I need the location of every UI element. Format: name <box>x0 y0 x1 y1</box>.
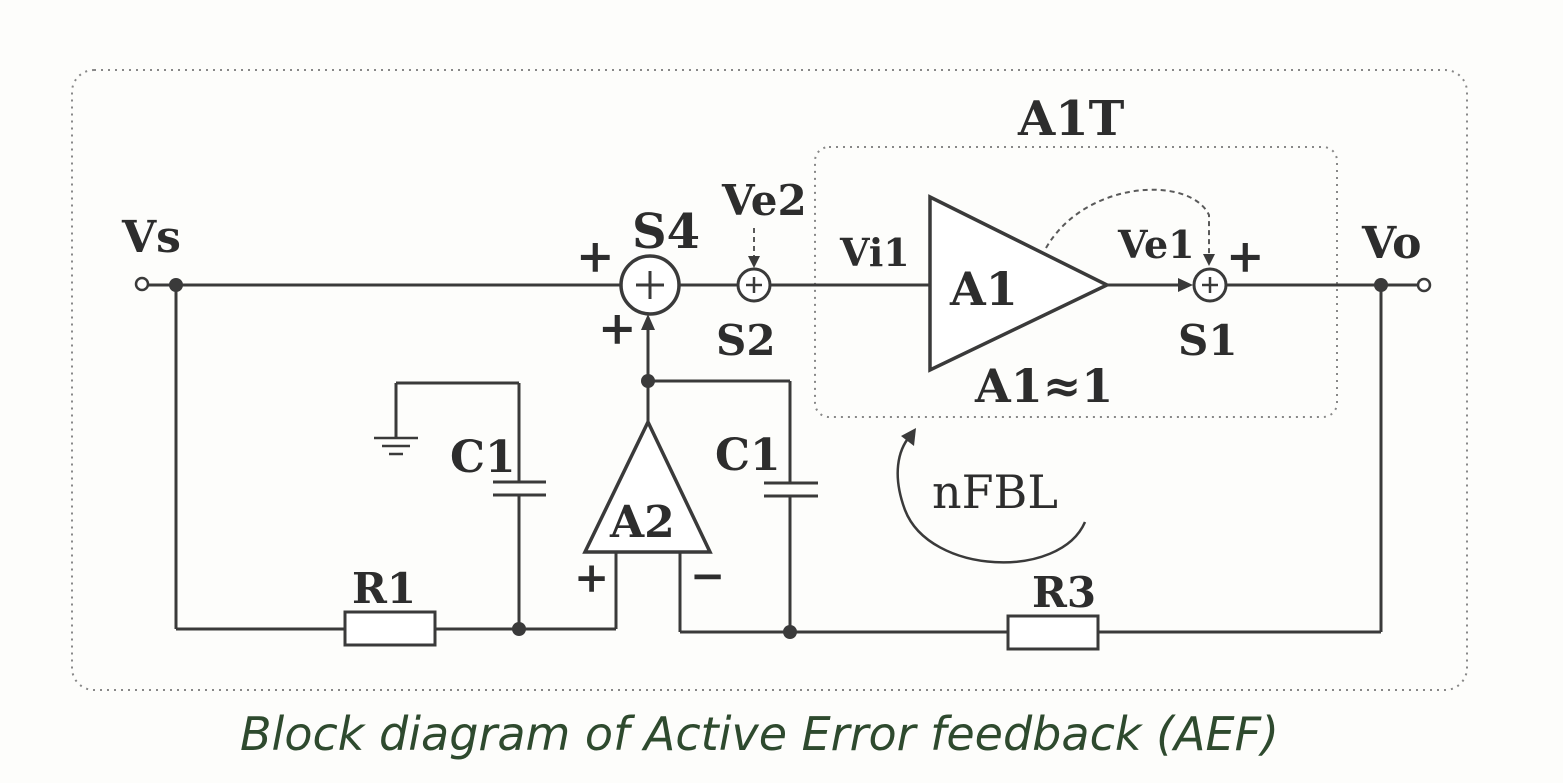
summing-junction-s4 <box>619 254 681 316</box>
summing-junction-s2 <box>736 267 772 303</box>
label-nfbl: nFBL <box>932 465 1058 519</box>
outer-boundary <box>71 69 1468 691</box>
summing-junction-s1 <box>1192 267 1228 303</box>
a2-output-wire <box>641 314 792 483</box>
vs-terminal <box>134 276 150 292</box>
amplifier-a2 <box>582 417 713 554</box>
a1t-boundary <box>814 146 1338 418</box>
label-r3: R3 <box>1032 568 1096 617</box>
label-a2: A2 <box>609 497 675 548</box>
sign-s4-left-plus: + <box>576 229 615 283</box>
ve1-error-arrow <box>1045 188 1215 266</box>
label-c1-left: C1 <box>450 432 516 483</box>
nfbl-loop-arrow <box>896 428 1087 564</box>
ground-symbol <box>374 383 418 456</box>
label-a1t: A1T <box>1017 91 1125 147</box>
label-vi1: Vi1 <box>839 230 910 275</box>
label-a1-approx: A1≈1 <box>974 359 1113 413</box>
ve2-injection-arrow <box>748 228 760 268</box>
sign-s4-bottom-plus: + <box>598 301 637 355</box>
label-ve2: Ve2 <box>721 176 807 225</box>
label-ve1: Ve1 <box>1117 222 1195 267</box>
amplifier-a1 <box>928 194 1111 373</box>
label-a1: A1 <box>949 262 1018 316</box>
sign-a2-plus: + <box>574 553 609 602</box>
label-s4: S4 <box>632 204 700 260</box>
label-c1-right: C1 <box>715 430 781 481</box>
diagram-caption: Block diagram of Active Error feedback (… <box>240 707 1279 761</box>
r1-branch <box>174 285 618 647</box>
capacitor-c1-right <box>764 481 818 632</box>
main-signal-path <box>148 278 1418 292</box>
label-vs: Vs <box>121 212 181 263</box>
sign-s1-plus: + <box>1226 229 1265 283</box>
label-vo: Vo <box>1361 218 1421 269</box>
capacitor-c1-left <box>396 381 546 629</box>
sign-a2-minus: − <box>690 551 725 600</box>
label-r1: R1 <box>352 564 416 613</box>
vo-terminal <box>1416 277 1432 293</box>
r3-branch <box>678 285 1383 651</box>
label-s2: S2 <box>716 316 776 365</box>
label-s1: S1 <box>1178 316 1238 365</box>
